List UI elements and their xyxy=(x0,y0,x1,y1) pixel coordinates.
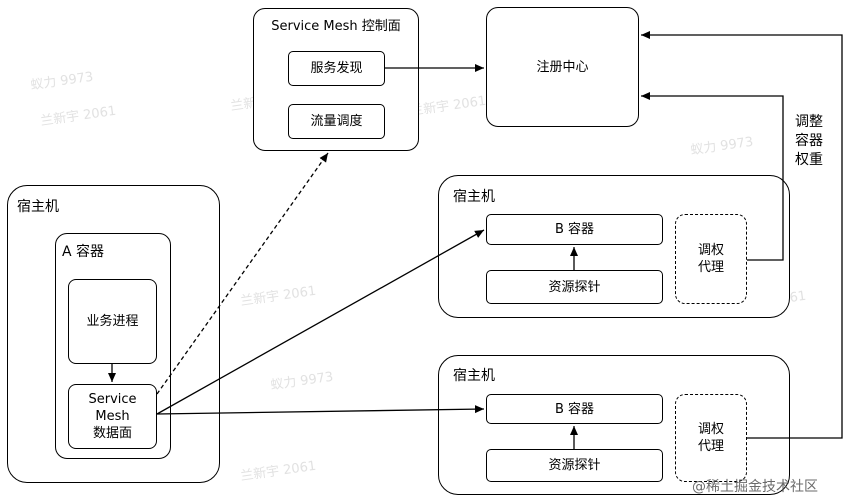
agent-b2-to-registry-arrow xyxy=(641,31,843,439)
host-b1-title: 宿主机 xyxy=(453,189,495,205)
container-b1-box: B 容器 xyxy=(486,214,663,245)
service-discovery-box: 服务发现 xyxy=(288,51,385,86)
traffic-scheduling-box: 流量调度 xyxy=(288,104,385,139)
container-a-title: A 容器 xyxy=(62,244,105,260)
registry-box: 注册中心 xyxy=(486,7,639,127)
resource-probe-b1-box: 资源探针 xyxy=(486,270,663,304)
business-process-box: 业务进程 xyxy=(68,279,157,364)
agent-b1-to-registry-arrow xyxy=(641,92,784,261)
weight-agent-b2-box: 调权 代理 xyxy=(675,394,747,482)
dataplane-to-b1-arrow xyxy=(156,229,485,415)
host-b2-title: 宿主机 xyxy=(453,368,495,384)
weight-agent-b1-box: 调权 代理 xyxy=(675,214,747,304)
resource-probe-b2-box: 资源探针 xyxy=(486,449,663,482)
host-a-title: 宿主机 xyxy=(17,199,59,215)
credit-watermark: @稀土掘金技术社区 xyxy=(692,479,818,495)
dataplane-to-b2-arrow xyxy=(156,405,485,415)
adjust-weight-label: 调整 容器 权重 xyxy=(789,113,829,170)
container-b2-box: B 容器 xyxy=(486,394,663,424)
data-plane-box: Service Mesh 数据面 xyxy=(68,384,157,449)
control-plane-title: Service Mesh 控制面 xyxy=(271,19,401,34)
dataplane-to-control-arrow xyxy=(156,152,329,395)
